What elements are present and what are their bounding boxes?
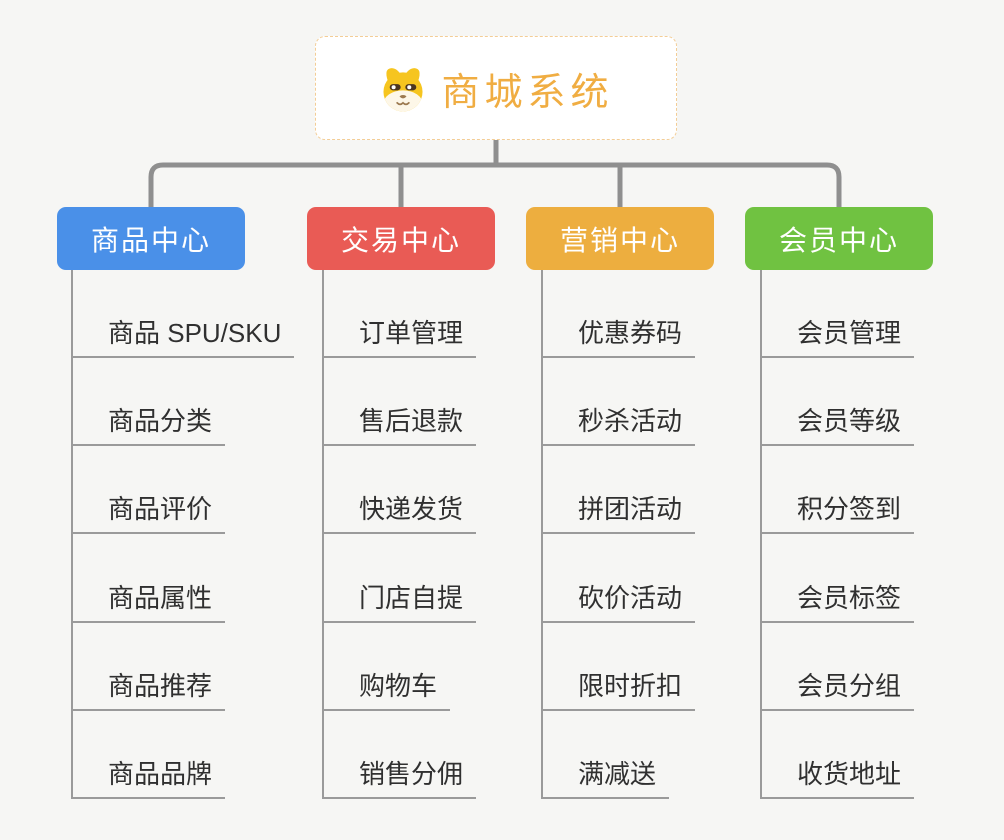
leaf-topic-label[interactable]: 商品推荐	[73, 666, 226, 711]
branch-node-label: 商品中心	[90, 224, 211, 256]
leaf-topic: 商品分类	[73, 358, 294, 447]
branch-node-label: 交易中心	[340, 224, 461, 256]
leaf-topic-label[interactable]: 门店自提	[324, 578, 477, 623]
leaf-topic-label[interactable]: 订单管理	[324, 313, 477, 359]
branch-node-marketing-center[interactable]: 营销中心	[526, 207, 714, 270]
leaf-topic: 商品属性	[73, 534, 294, 623]
leaf-topic: 购物车	[324, 623, 476, 711]
leaf-topic: 商品推荐	[73, 623, 294, 711]
branch-children-marketing-center: 优惠券码 秒杀活动 拼团活动 砍价活动 限时折扣 满减送	[541, 270, 696, 799]
leaf-topic: 商品品牌	[73, 711, 294, 799]
leaf-topic-label[interactable]: 快递发货	[324, 489, 477, 535]
leaf-topic-label[interactable]: 购物车	[324, 666, 451, 711]
branch-node-label: 会员中心	[778, 224, 899, 256]
branch-children-product-center: 商品 SPU/SKU 商品分类 商品评价 商品属性 商品推荐 商品品牌	[71, 270, 295, 799]
leaf-topic-label[interactable]: 商品属性	[73, 578, 226, 623]
leaf-topic-label[interactable]: 售后退款	[324, 401, 477, 447]
leaf-topic: 会员等级	[762, 358, 915, 447]
leaf-topic: 订单管理	[324, 270, 477, 359]
leaf-topic-label[interactable]: 会员等级	[762, 401, 915, 447]
leaf-topic-label[interactable]: 销售分佣	[324, 754, 477, 799]
branch-node-product-center[interactable]: 商品中心	[57, 207, 245, 270]
branch-children-member-center: 会员管理 会员等级 积分签到 会员标签 会员分组 收货地址	[760, 270, 915, 799]
leaf-topic-label[interactable]: 会员分组	[762, 666, 915, 711]
leaf-topic-label[interactable]: 拼团活动	[543, 489, 696, 535]
leaf-topic: 秒杀活动	[543, 358, 696, 447]
leaf-topic-label[interactable]: 满减送	[543, 754, 670, 799]
leaf-topic-label[interactable]: 限时折扣	[543, 666, 696, 711]
root-node-label: 商城系统	[441, 71, 614, 114]
leaf-topic-label[interactable]: 会员管理	[762, 313, 915, 359]
branch-node-member-center[interactable]: 会员中心	[745, 207, 933, 270]
branch-node-trade-center[interactable]: 交易中心	[307, 207, 495, 270]
leaf-topic: 砍价活动	[543, 534, 696, 623]
leaf-topic-label[interactable]: 商品分类	[73, 401, 226, 447]
leaf-topic: 会员标签	[762, 534, 915, 623]
leaf-topic: 销售分佣	[324, 711, 477, 799]
leaf-topic-label[interactable]: 优惠券码	[543, 313, 696, 359]
root-node[interactable]: 商城系统	[315, 36, 677, 140]
leaf-topic: 限时折扣	[543, 623, 696, 711]
leaf-topic: 商品 SPU/SKU	[73, 270, 295, 359]
leaf-topic-label[interactable]: 商品 SPU/SKU	[73, 313, 295, 359]
leaf-topic: 积分签到	[762, 446, 915, 535]
leaf-topic-label[interactable]: 商品品牌	[73, 754, 226, 799]
leaf-topic-label[interactable]: 砍价活动	[543, 578, 696, 623]
leaf-topic: 优惠券码	[543, 270, 696, 359]
leaf-topic-label[interactable]: 秒杀活动	[543, 401, 696, 447]
leaf-topic-label[interactable]: 积分签到	[762, 489, 915, 535]
branch-children-trade-center: 订单管理 售后退款 快递发货 门店自提 购物车 销售分佣	[322, 270, 477, 799]
leaf-topic: 快递发货	[324, 446, 477, 535]
leaf-topic: 会员管理	[762, 270, 915, 359]
branch-node-label: 营销中心	[559, 224, 680, 256]
leaf-topic: 商品评价	[73, 446, 294, 535]
leaf-topic: 门店自提	[324, 534, 477, 623]
leaf-topic-label[interactable]: 商品评价	[73, 489, 226, 535]
leaf-topic: 满减送	[543, 711, 695, 799]
leaf-topic: 收货地址	[762, 711, 915, 799]
leaf-topic-label[interactable]: 收货地址	[762, 754, 915, 799]
leaf-topic: 拼团活动	[543, 446, 696, 535]
leaf-topic: 售后退款	[324, 358, 477, 447]
leaf-topic: 会员分组	[762, 623, 915, 711]
leaf-topic-label[interactable]: 会员标签	[762, 578, 915, 623]
shiba-dog-icon	[383, 68, 424, 112]
